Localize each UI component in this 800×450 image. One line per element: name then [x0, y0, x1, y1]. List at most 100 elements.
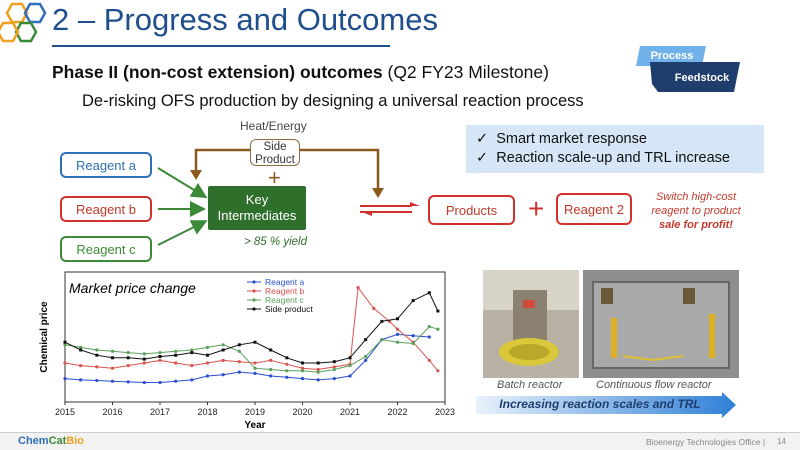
data-point — [221, 348, 225, 352]
data-point — [237, 343, 241, 347]
data-point — [174, 349, 178, 353]
data-point — [411, 299, 415, 303]
data-point — [190, 378, 194, 382]
data-point — [436, 309, 440, 313]
data-point — [205, 374, 210, 378]
data-point — [285, 375, 289, 379]
data-point — [63, 377, 67, 381]
y-axis-label: Chemical price — [39, 301, 50, 373]
data-point — [190, 348, 194, 352]
office-label: Bioenergy Technologies Office | — [646, 437, 766, 447]
legend-marker — [252, 280, 256, 284]
data-point — [316, 378, 320, 382]
data-point — [332, 367, 336, 372]
plus-side-product: + — [268, 165, 281, 190]
series-line — [64, 286, 439, 372]
data-point — [142, 357, 146, 361]
data-point — [348, 374, 352, 378]
continuous-reactor-caption: Continuous flow reactor — [596, 379, 712, 391]
x-tick-label: 2018 — [197, 407, 217, 417]
data-point — [126, 380, 130, 384]
data-point — [332, 377, 336, 381]
data-point — [253, 361, 257, 365]
data-point — [269, 374, 273, 378]
data-point — [126, 351, 130, 355]
data-point — [110, 349, 115, 353]
data-point — [190, 351, 194, 355]
data-point — [316, 367, 320, 372]
scale-arrow — [476, 392, 736, 418]
data-point — [269, 348, 273, 352]
data-point — [364, 358, 368, 362]
checklist-box: ✓ Smart market response ✓ Reaction scale… — [466, 125, 764, 173]
reagent-b-box: Reagent b — [60, 196, 152, 222]
legend-label: Reagent a — [265, 277, 304, 287]
x-tick-label: 2017 — [150, 407, 170, 417]
data-point — [158, 358, 162, 362]
x-tick-label: 2022 — [387, 407, 407, 417]
data-point — [300, 369, 305, 373]
data-point — [285, 369, 289, 373]
x-tick-label: 2016 — [102, 407, 122, 417]
data-point — [221, 358, 225, 362]
title-underline — [52, 45, 390, 47]
heat-energy-label: Heat/Energy — [240, 119, 307, 133]
data-point — [380, 319, 384, 323]
data-point — [237, 370, 241, 374]
legend-marker — [252, 289, 256, 293]
check-icon: ✓ — [476, 150, 489, 166]
data-point — [332, 360, 336, 364]
batch-reactor-caption: Batch reactor — [497, 379, 563, 391]
data-point — [253, 340, 257, 344]
data-point — [285, 362, 289, 366]
data-point — [126, 356, 130, 360]
data-point — [174, 379, 178, 383]
data-point — [63, 361, 67, 365]
products-box: Products — [428, 195, 515, 225]
logo-part3: Bio — [66, 435, 85, 447]
data-point — [436, 327, 440, 331]
checklist-item: ✓ Smart market response — [476, 130, 754, 149]
data-point — [79, 378, 83, 382]
legend-marker — [252, 307, 256, 311]
data-point — [174, 353, 178, 357]
data-point — [395, 340, 400, 344]
legend-label: Side product — [265, 304, 313, 314]
data-point — [205, 345, 210, 349]
legend-label: Reagent b — [265, 286, 304, 296]
subtitle-bold: Phase II (non-cost extension) outcomes — [52, 62, 383, 82]
data-point — [372, 306, 376, 310]
data-point — [63, 340, 67, 344]
data-point — [269, 358, 273, 362]
reaction-diagram-arrows: + + — [157, 148, 544, 246]
data-point — [158, 351, 162, 355]
x-tick-label: 2019 — [245, 407, 265, 417]
subtitle-rest: (Q2 FY23 Milestone) — [382, 62, 549, 82]
data-point — [142, 380, 146, 385]
data-point — [142, 361, 146, 365]
data-point — [427, 291, 431, 295]
data-point — [79, 364, 83, 368]
data-point — [436, 369, 440, 373]
data-point — [300, 377, 305, 381]
yield-label: > 85 % yield — [244, 236, 307, 248]
legend-marker — [252, 298, 256, 302]
footer-divider — [0, 432, 800, 433]
data-point — [364, 354, 368, 359]
data-point — [316, 361, 320, 365]
data-point — [111, 356, 114, 360]
scale-label: Increasing reaction scales and TRL — [499, 397, 701, 411]
data-point — [253, 371, 257, 375]
data-point — [395, 332, 400, 336]
data-point — [79, 345, 83, 349]
logo-part2: Cat — [48, 435, 67, 447]
data-point — [95, 348, 99, 352]
data-point — [411, 341, 415, 346]
logo-part1: Chem — [18, 435, 49, 447]
data-point — [95, 378, 99, 383]
x-axis-label: Year — [244, 420, 265, 430]
data-point — [348, 356, 352, 360]
chemcatbio-logo: ChemCatBio — [18, 435, 84, 447]
data-point — [237, 360, 241, 364]
